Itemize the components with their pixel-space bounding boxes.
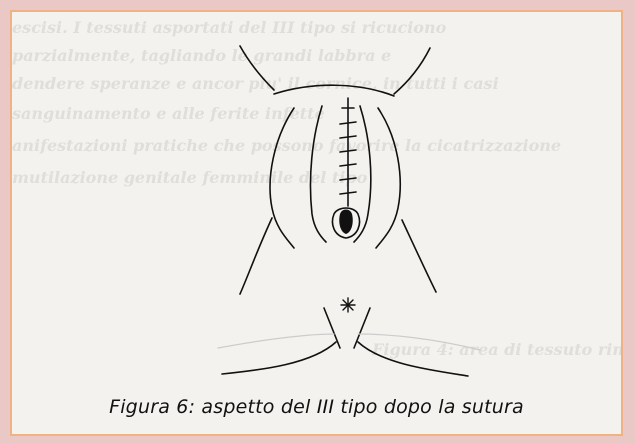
suture-stitch [340,192,356,194]
anal-mark [341,298,355,312]
figure-frame: escisi. I tessuti asportati del III tipo… [10,10,623,436]
right-outer-contour [376,108,400,248]
left-outer-contour [270,108,294,248]
suture-stitch [340,164,356,166]
lower-inner-left [324,308,340,348]
figure-caption: Figura 6: aspetto del III tipo dopo la s… [12,396,621,418]
suture-stitch [340,122,356,124]
background-curve [358,334,480,350]
right-buttock-curve [358,342,468,376]
right-upper-line [394,48,430,94]
suture-stitch [340,150,356,152]
opening-fill [339,210,353,235]
suture-stitch [340,178,356,180]
left-thigh-line [240,218,272,294]
anatomical-illustration-icon [162,38,502,398]
right-thigh-line [402,220,436,292]
right-inner-contour [354,106,371,242]
pubic-arc [274,85,394,96]
suture-stitch [340,136,356,138]
background-curve [218,334,334,348]
left-inner-contour [310,106,326,242]
left-upper-line [240,46,274,90]
left-buttock-curve [222,342,336,374]
bleed-line: escisi. I tessuti asportati del III tipo… [12,18,446,37]
lower-inner-right [354,308,370,348]
